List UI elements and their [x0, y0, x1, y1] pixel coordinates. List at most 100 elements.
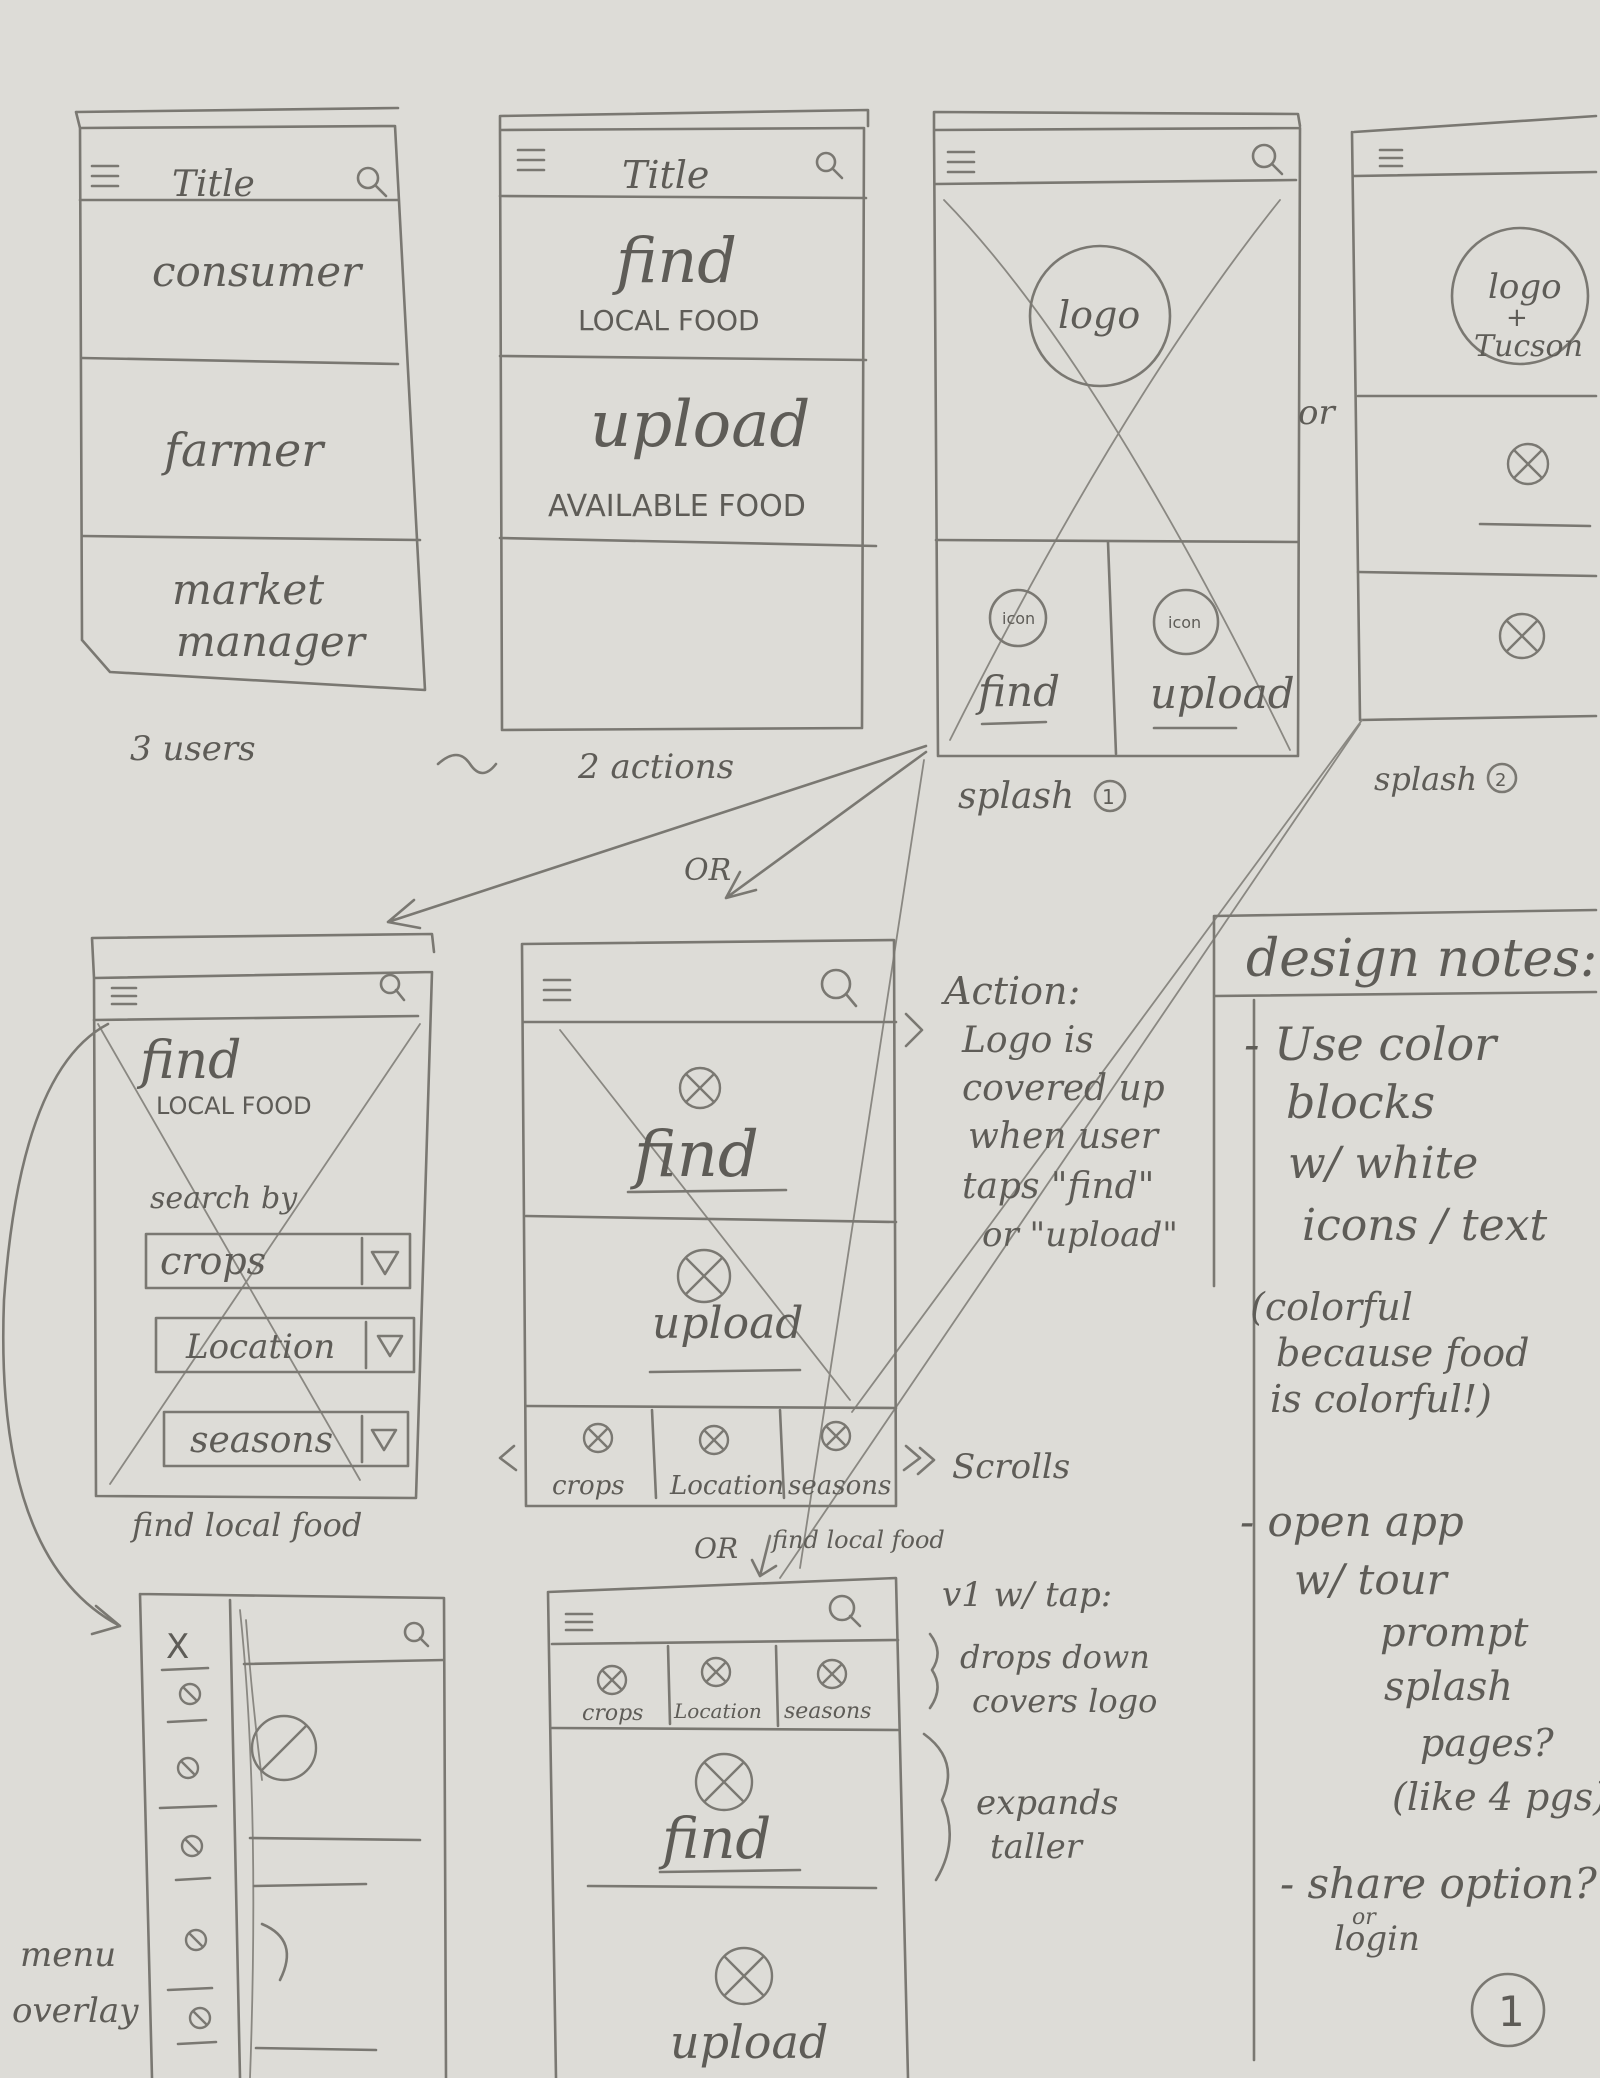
upload-icon [714, 1946, 774, 2006]
note3-line-0: - share option? [1280, 1859, 1597, 1908]
upload-button[interactable]: upload [652, 1298, 803, 1349]
find-heading: find [136, 1031, 241, 1091]
caption-users: 3 users [130, 729, 256, 769]
note1-paren-0: (colorful [1250, 1285, 1413, 1329]
location-icon [698, 1424, 730, 1456]
chevron-down-icon [370, 1250, 400, 1276]
tab-location-label: Location [669, 1471, 784, 1501]
note2-line-4: pages? [1420, 1721, 1554, 1765]
arrow-to-menu [2, 1022, 122, 1636]
or-bottom: OR [694, 1532, 738, 1565]
scroll-right-chevron [902, 1444, 922, 1472]
seasons-icon [816, 1658, 848, 1690]
crops-icon [596, 1664, 628, 1696]
action-upload[interactable]: upload [590, 388, 810, 462]
menu-item-5-icon[interactable] [188, 2006, 212, 2030]
dropdown-seasons[interactable]: seasons [162, 1410, 410, 1468]
logo-circle [1028, 244, 1172, 388]
user-manager[interactable]: manager [176, 617, 368, 666]
menu-icon [110, 986, 138, 1006]
tap-upload-button[interactable]: upload [670, 2015, 828, 2069]
menu-item-1-icon[interactable] [178, 1682, 202, 1706]
search-icon [1251, 143, 1284, 176]
screen-splash-1: logo icon icon find upload splash 1 [932, 110, 1302, 817]
expands-note-1: taller [990, 1827, 1084, 1867]
action-note-2: covered up [962, 1068, 1165, 1109]
scroll-left-chevron [498, 1444, 518, 1472]
tap-tab-crops-label: crops [582, 1701, 643, 1726]
caption-splash-2-num: 2 [1495, 770, 1506, 791]
find-subheading: LOCAL FOOD [156, 1092, 312, 1120]
tab-crops-label: crops [552, 1471, 625, 1501]
menu-item-2-icon[interactable] [176, 1756, 200, 1780]
find-icon [678, 1066, 722, 1110]
dropdown-location[interactable]: Location [154, 1316, 416, 1374]
splash2-city: Tucson [1474, 329, 1583, 364]
note2-line-1: w/ tour [1294, 1555, 1450, 1604]
tab-seasons[interactable]: seasons [788, 1420, 891, 1501]
design-notes-heading: design notes: [1246, 929, 1597, 989]
seasons-icon [820, 1420, 852, 1452]
action-note-3: when user [968, 1116, 1160, 1157]
menu-icon [542, 978, 572, 1002]
action-find[interactable]: find [612, 224, 737, 297]
or-top: OR [684, 853, 731, 888]
caption-menu-1: menu [20, 1935, 116, 1975]
user-market[interactable]: market [172, 565, 324, 614]
search-icon [820, 968, 858, 1008]
tab-location[interactable]: Location [669, 1424, 784, 1501]
menu-icon [946, 150, 976, 174]
screen-menu-overlay: X menu overlay [12, 1592, 448, 2078]
search-by-label: search by [150, 1181, 298, 1216]
splash-upload[interactable]: upload [1150, 669, 1295, 718]
tap-tab-location[interactable]: Location [673, 1656, 762, 1723]
tap-find-button[interactable]: find [658, 1807, 771, 1872]
note2-line-3: splash [1384, 1664, 1513, 1710]
action-note-4: taps "find" [962, 1166, 1154, 1207]
splash-logo: logo [1058, 293, 1140, 337]
tilde-mark [436, 753, 498, 775]
find-icon [694, 1752, 754, 1812]
close-icon[interactable]: X [166, 1627, 189, 1667]
search-icon [356, 166, 388, 198]
action-upload-sub: AVAILABLE FOOD [548, 489, 806, 524]
note1-line-0: - Use color [1244, 1017, 1499, 1071]
screen-tap-version: crops Location seasons find upload [546, 1576, 910, 2078]
splash-find[interactable]: find [975, 667, 1060, 716]
tap-tab-seasons[interactable]: seasons [784, 1658, 871, 1724]
find-icon-label: icon [1002, 609, 1035, 628]
drops-note-0: drops down [960, 1638, 1150, 1676]
expands-note-0: expands [976, 1783, 1118, 1823]
screen-find-upload: find upload crops Location seasons find … [498, 938, 945, 1578]
search-icon [815, 151, 844, 180]
note2-line-5: (like 4 pgs) [1392, 1775, 1600, 1819]
design-notes: design notes: - Use color blocks w/ whit… [1212, 908, 1600, 2062]
menu-icon [1378, 148, 1404, 168]
user-farmer[interactable]: farmer [161, 423, 326, 477]
tap-tab-crops[interactable]: crops [582, 1664, 643, 1726]
tab-crops[interactable]: crops [552, 1422, 625, 1501]
screen-splash-2: logo + Tucson splash 2 [1350, 114, 1598, 798]
tab-seasons-label: seasons [788, 1471, 891, 1501]
caption-splash-1: splash [958, 776, 1074, 817]
note1-line-3: icons / text [1302, 1200, 1547, 1251]
location-icon [700, 1656, 732, 1688]
screen-title: Title [622, 153, 709, 197]
menu-item-3-icon[interactable] [180, 1834, 204, 1858]
menu-item-4-icon[interactable] [184, 1928, 208, 1952]
find-button[interactable]: find [630, 1118, 759, 1192]
caption-actions: 2 actions [577, 747, 734, 787]
note3-line-2: login [1334, 1919, 1420, 1959]
caption-find-upload: find local food [770, 1526, 945, 1554]
splash2-icon-2 [1498, 612, 1546, 660]
menu-icon [516, 148, 546, 172]
upload-icon [1152, 588, 1220, 656]
logo-circle [1450, 226, 1590, 366]
crops-icon [582, 1422, 614, 1454]
dropdown-crops[interactable]: crops [144, 1232, 412, 1290]
chevron-down-icon [376, 1334, 404, 1358]
v1-note: v1 w/ tap: [942, 1575, 1112, 1615]
user-consumer[interactable]: consumer [152, 247, 364, 296]
